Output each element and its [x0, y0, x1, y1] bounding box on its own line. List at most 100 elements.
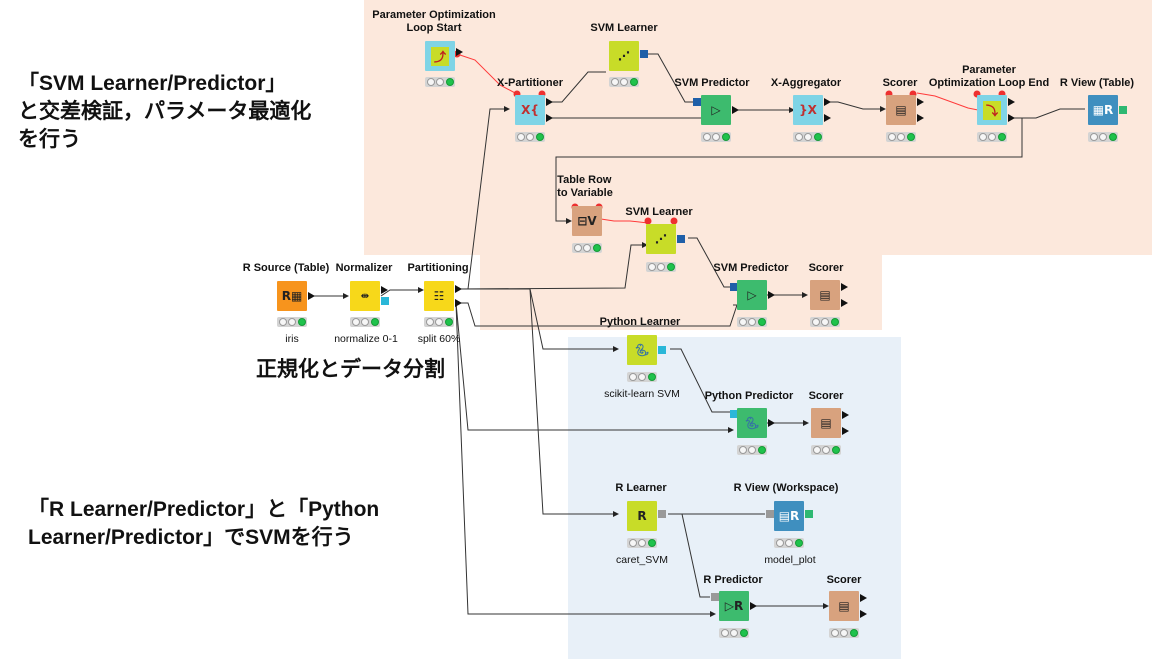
node-label-r-predictor: R Predictor	[703, 574, 763, 586]
partition-icon: ☷	[433, 289, 445, 303]
partitioning-node[interactable]: ☷	[424, 281, 454, 311]
port-svm-model	[640, 50, 648, 58]
scorer-icon: ▤	[820, 416, 832, 430]
scorer-python-node[interactable]: ▤	[811, 408, 841, 438]
python-icon: 🐍︎	[634, 343, 650, 357]
x-partitioner-node[interactable]: X{	[515, 95, 545, 125]
node-label-loop-start: Parameter Optimization Loop Start	[372, 9, 496, 34]
status-table-row-to-var	[572, 243, 602, 253]
status-loop-start	[425, 77, 455, 87]
node-label-scorer-r: Scorer	[826, 574, 862, 586]
node-label-normalizer: Normalizer	[335, 262, 393, 274]
status-r-learner	[627, 538, 657, 548]
svm-predictor-mid-node[interactable]: ▷	[737, 280, 767, 310]
predictor-icon: ▷	[711, 103, 721, 117]
table-row-to-var-node[interactable]: ⊟V	[572, 206, 602, 236]
r-view-workspace-node[interactable]: ▤R	[774, 501, 804, 531]
node-label-svm-learner-top: SVM Learner	[590, 22, 658, 34]
loop-start-node[interactable]: ⤴	[425, 41, 455, 71]
python-predictor-node[interactable]: 🐍︎	[737, 408, 767, 438]
r-learner-node[interactable]: R	[627, 501, 657, 531]
port-python-object	[658, 346, 666, 354]
node-label-python-predictor: Python Predictor	[704, 390, 794, 402]
svm-learner-icon: ⋰	[618, 49, 630, 63]
status-svm-learner-top	[609, 77, 639, 87]
node-label-r-view-workspace: R View (Workspace)	[733, 482, 839, 494]
R-view-icon: ▦R	[1092, 103, 1114, 117]
x-partitioner-icon: X{	[521, 103, 539, 117]
r-view-table-node[interactable]: ▦R	[1088, 95, 1118, 125]
port-svm-model	[677, 235, 685, 243]
status-scorer-r	[829, 628, 859, 638]
status-svm-learner-mid	[646, 262, 676, 272]
scorer-top-node[interactable]: ▤	[886, 95, 916, 125]
svm-learner-icon: ⋰	[655, 232, 667, 246]
x-aggregator-icon: }X	[799, 103, 817, 117]
status-python-learner	[627, 372, 657, 382]
normalize-annotation: 正規化とデータ分割	[256, 358, 445, 381]
x-aggregator-node[interactable]: }X	[793, 95, 823, 125]
status-r-view-table	[1088, 132, 1118, 142]
scorer-icon: ▤	[819, 288, 831, 302]
status-scorer-top	[886, 132, 916, 142]
node-label-scorer-top: Scorer	[882, 77, 918, 89]
normalizer-node[interactable]: ⇹	[350, 281, 380, 311]
R-icon: R	[637, 509, 647, 523]
caption-partitioning: split 60%	[417, 333, 461, 345]
port-model	[381, 297, 389, 305]
scorer-mid-node[interactable]: ▤	[810, 280, 840, 310]
caption-r-source: iris	[285, 333, 299, 345]
svm-annotation: 「SVM Learner/Predictor」 と交差検証，パラメータ最適化 を…	[18, 72, 312, 151]
python-predictor-icon: 🐍︎	[744, 416, 760, 430]
port-image	[805, 510, 813, 518]
status-partitioning	[424, 317, 454, 327]
status-scorer-mid	[810, 317, 840, 327]
status-svm-predictor-top	[701, 132, 731, 142]
node-label-svm-predictor-top: SVM Predictor	[674, 77, 750, 89]
svm-learner-mid-node[interactable]: ⋰	[646, 224, 676, 254]
port-svm-model-in	[693, 98, 701, 106]
caption-python-learner: scikit-learn SVM	[604, 388, 680, 400]
loop-start-icon: ⤴	[430, 46, 449, 66]
node-label-loop-end: Parameter Optimization Loop End	[928, 64, 1050, 89]
node-label-svm-learner-mid: SVM Learner	[625, 206, 693, 218]
port-r-workspace-in	[766, 510, 774, 518]
caption-normalizer: normalize 0-1	[334, 333, 398, 345]
R-view-icon: ▤R	[778, 509, 800, 523]
r-predictor-node[interactable]: ▷R	[719, 591, 749, 621]
scorer-r-node[interactable]: ▤	[829, 591, 859, 621]
status-r-predictor	[719, 628, 749, 638]
r-python-annotation: 「R Learner/Predictor」と「Python Learner/Pr…	[28, 498, 380, 549]
node-label-table-row-to-var: Table Row to Variable	[557, 174, 613, 199]
port-python-object-in	[730, 410, 738, 418]
port-r-workspace	[658, 510, 666, 518]
status-loop-end	[977, 132, 1007, 142]
caption-r-view-workspace: model_plot	[764, 554, 816, 566]
loop-end-node[interactable]: ⤵	[977, 95, 1007, 125]
r-source-node[interactable]: R▦	[277, 281, 307, 311]
table-row-to-variable-icon: ⊟V	[577, 214, 597, 228]
port-r-workspace-in	[711, 593, 719, 601]
R-table-icon: R▦	[281, 289, 303, 303]
caption-r-learner: caret_SVM	[616, 554, 668, 566]
node-label-r-source: R Source (Table)	[242, 262, 330, 274]
status-r-source	[277, 317, 307, 327]
status-x-aggregator	[793, 132, 823, 142]
svm-region	[364, 0, 1152, 255]
port-image	[1119, 106, 1127, 114]
port-svm-model-in	[730, 283, 738, 291]
normalizer-icon: ⇹	[360, 290, 370, 302]
status-scorer-python	[811, 445, 841, 455]
scorer-icon: ▤	[838, 599, 850, 613]
python-learner-node[interactable]: 🐍︎	[627, 335, 657, 365]
svm-predictor-top-node[interactable]: ▷	[701, 95, 731, 125]
status-python-predictor	[737, 445, 767, 455]
scorer-icon: ▤	[895, 103, 907, 117]
node-label-x-partitioner: X-Partitioner	[496, 77, 564, 89]
loop-end-icon: ⤵	[982, 100, 1001, 120]
node-label-x-aggregator: X-Aggregator	[770, 77, 842, 89]
svm-learner-top-node[interactable]: ⋰	[609, 41, 639, 71]
node-label-partitioning: Partitioning	[407, 262, 469, 274]
node-label-scorer-python: Scorer	[808, 390, 844, 402]
node-label-python-learner: Python Learner	[599, 316, 681, 328]
